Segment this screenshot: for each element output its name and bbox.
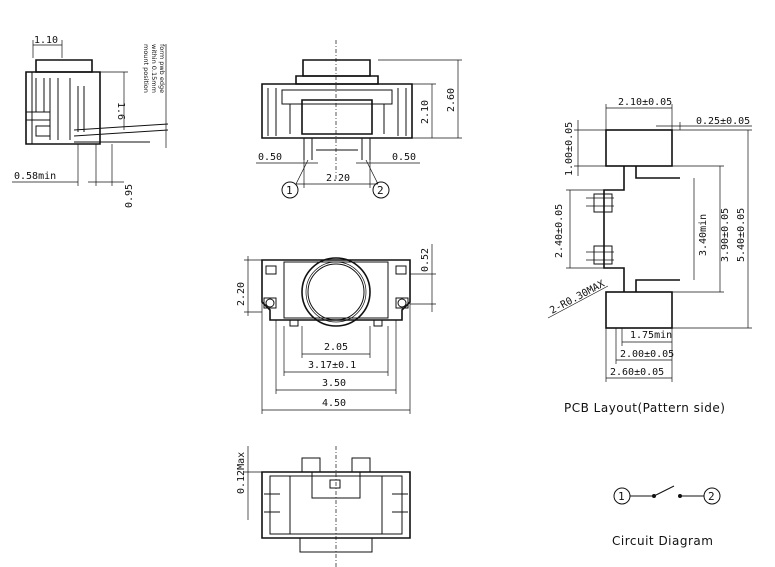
- side-note-3: form pwb edge: [158, 44, 166, 93]
- pcb-caption: PCB Layout(Pattern side): [564, 401, 725, 415]
- side-dim-width: 1.10: [34, 35, 58, 46]
- bottom-dim-max: 0.12Max: [236, 452, 247, 494]
- pcb-dim-total: 2.60±0.05: [610, 367, 664, 378]
- bottom-view: 0.12Max: [236, 446, 411, 567]
- front-dim-left: 0.50: [258, 152, 282, 163]
- top-dim-d: 4.50: [322, 398, 346, 409]
- top-dim-height: 2.20: [236, 282, 247, 306]
- top-view: 2.20 0.52 2.05 3.17±0.1 3.50 4.50: [236, 244, 436, 414]
- side-note-1: mount position: [142, 44, 150, 93]
- pcb-dim-pad-height: 1.00±0.05: [564, 122, 575, 176]
- pcb-dim-slot-min: 1.75min: [630, 330, 672, 341]
- pcb-layout: 2.10±0.05 0.25±0.05 1.00±0.05 2.40±0.05 …: [547, 97, 752, 415]
- pcb-dim-center-gap: 2.40±0.05: [554, 204, 565, 258]
- pcb-dim-inner: 3.90±0.05: [720, 208, 731, 262]
- circuit-terminal-1: 1: [618, 490, 625, 503]
- side-dim-offset: 0.95: [124, 184, 135, 208]
- side-dim-min: 0.58min: [14, 171, 56, 182]
- pcb-pad-top: [605, 129, 673, 167]
- front-dim-pitch: 2.20: [326, 173, 350, 184]
- front-dim-right: 0.50: [392, 152, 416, 163]
- pcb-dim-pad-gap: 0.25±0.05: [696, 116, 750, 127]
- front-terminal-2: 2: [377, 184, 384, 197]
- pcb-pad-bottom: [605, 291, 673, 329]
- circuit-diagram: 1 2 Circuit Diagram: [612, 485, 721, 548]
- front-terminal-1: 1: [286, 184, 293, 197]
- top-dim-b: 3.17±0.1: [308, 360, 356, 371]
- pcb-dim-radius: 2-R0.30MAX: [548, 279, 606, 317]
- front-dim-total: 2.60: [446, 88, 457, 112]
- side-note-2: within 0.15mm: [150, 44, 158, 93]
- top-dim-a: 2.05: [324, 342, 348, 353]
- side-dim-height: 1.6: [115, 102, 126, 120]
- pcb-dim-pad-width: 2.10±0.05: [618, 97, 672, 108]
- pcb-dim-slot: 2.00±0.05: [620, 349, 674, 360]
- top-dim-small: 0.52: [420, 248, 431, 272]
- front-view: 2.60 2.10 0.50 0.50 2.20 1 2: [256, 40, 462, 199]
- side-view: 1.10 1.6 mount position within 0.15mm fo…: [12, 35, 169, 208]
- top-dim-c: 3.50: [322, 378, 346, 389]
- pcb-dim-outer: 5.40±0.05: [736, 208, 747, 262]
- circuit-terminal-2: 2: [708, 490, 715, 503]
- circuit-caption: Circuit Diagram: [612, 534, 713, 548]
- front-dim-body: 2.10: [420, 100, 431, 124]
- pcb-dim-inner-min: 3.40min: [698, 214, 709, 256]
